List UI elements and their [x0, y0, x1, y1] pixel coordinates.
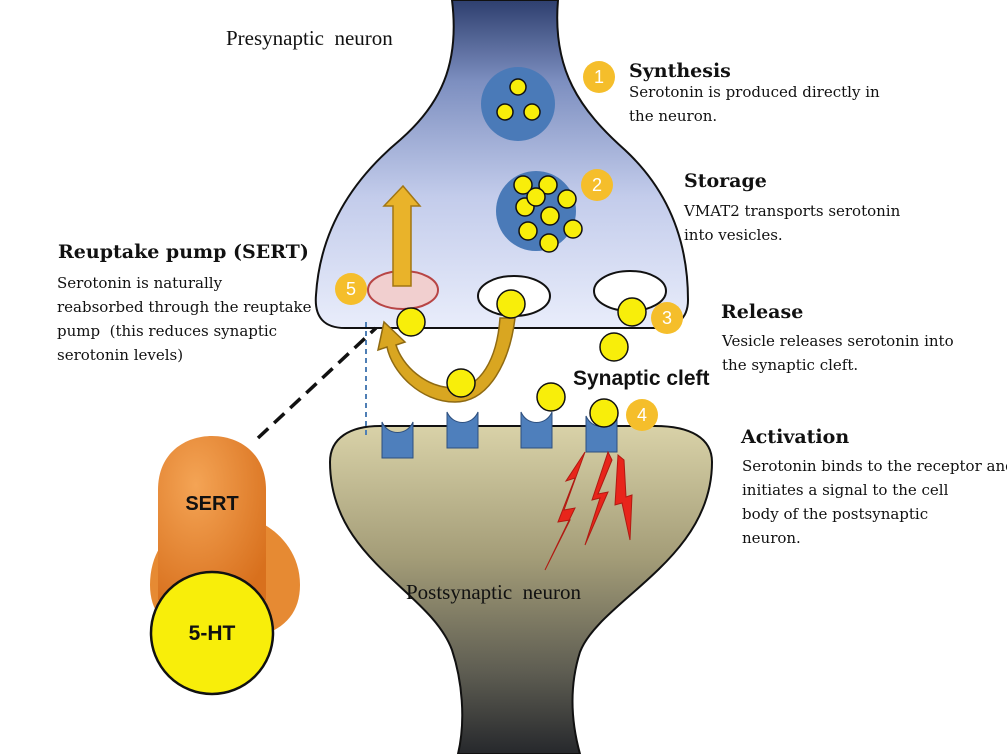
serotonin-5ht-label: 5-HT	[188, 622, 236, 645]
reuptake-up-arrow	[382, 184, 422, 287]
step-activation-desc-3: body of the postsynaptic	[742, 505, 929, 523]
step-release-desc-2: the synaptic cleft.	[722, 356, 859, 374]
serotonin-molecule	[539, 233, 559, 253]
step-3-number: 3	[662, 308, 672, 328]
serotonin-molecule	[396, 307, 426, 337]
serotonin-molecule	[518, 221, 538, 241]
serotonin-molecule	[538, 175, 558, 195]
vesicle-synthesis	[481, 67, 555, 141]
signal-bolt	[544, 451, 586, 571]
serotonin-molecule	[509, 78, 527, 96]
serotonin-molecule	[513, 175, 533, 195]
postsynaptic-neuron-body	[328, 425, 714, 754]
step-reuptake-desc-4: serotonin levels)	[57, 346, 184, 364]
step-4-marker	[626, 399, 658, 431]
step-activation-desc-1: Serotonin binds to the receptor and	[742, 457, 1007, 475]
synaptic-cleft-label: Synaptic cleft	[573, 367, 710, 390]
step-synthesis-desc-2: the neuron.	[629, 107, 718, 125]
step-4-number: 4	[637, 405, 647, 425]
step-reuptake-desc-2: reabsorbed through the reuptake	[57, 298, 312, 316]
serotonin-molecule	[563, 219, 583, 239]
sert-model	[149, 436, 300, 696]
vesicle-storage	[496, 171, 576, 251]
step-release-title: Release	[721, 301, 804, 323]
step-reuptake-desc-3: pump (this reduces synaptic	[57, 322, 278, 340]
step-activation-desc-2: initiates a signal to the cell	[742, 481, 949, 499]
serotonin-receptor	[446, 411, 479, 449]
step-synthesis-title: Synthesis	[629, 60, 731, 82]
step-reuptake-title: Reuptake pump (SERT)	[58, 241, 309, 263]
serotonin-molecule	[526, 187, 546, 207]
sert-model-label: SERT	[185, 493, 239, 515]
activation-signal-bolts	[544, 450, 633, 571]
serotonin-molecule	[523, 103, 541, 121]
presynaptic-neuron-label: Presynaptic neuron	[226, 26, 393, 50]
step-storage-title: Storage	[684, 170, 767, 192]
serotonin-molecule	[557, 189, 577, 209]
step-storage-desc-1: VMAT2 transports serotonin	[684, 202, 901, 220]
step-activation-desc-4: neuron.	[742, 529, 801, 547]
serotonin-molecule	[599, 332, 629, 362]
step-release-desc-1: Vesicle releases serotonin into	[722, 332, 954, 350]
serotonin-molecule	[617, 297, 647, 327]
signal-bolt	[614, 453, 633, 541]
serotonin-receptor	[381, 421, 414, 459]
sert-capsule	[158, 436, 266, 600]
step-3-marker	[651, 302, 683, 334]
serotonin-receptor	[520, 411, 553, 449]
signal-bolt	[584, 450, 613, 546]
step-storage-desc-2: into vesicles.	[684, 226, 783, 244]
step-2-number: 2	[592, 175, 602, 195]
serotonin-molecule	[496, 289, 526, 319]
step-activation-title: Activation	[741, 426, 850, 448]
serotonin-molecule	[446, 368, 476, 398]
step-5-number: 5	[346, 279, 356, 299]
step-1-marker	[583, 61, 615, 93]
postsynaptic-neuron-label: Postsynaptic neuron	[406, 580, 581, 604]
sert-pointer-line	[256, 326, 378, 440]
step-1-number: 1	[594, 67, 604, 87]
step-reuptake-desc-1: Serotonin is naturally	[57, 274, 223, 292]
serotonin-molecule	[589, 398, 619, 428]
step-2-marker	[581, 169, 613, 201]
serotonin-5ht-circle	[149, 570, 275, 696]
serotonin-molecule	[536, 382, 566, 412]
step-synthesis-desc-1: Serotonin is produced directly in	[629, 83, 880, 101]
reuptake-curve-arrow	[376, 317, 516, 403]
serotonin-molecule	[540, 206, 560, 226]
step-5-marker	[335, 273, 367, 305]
serotonin-molecule	[496, 103, 514, 121]
